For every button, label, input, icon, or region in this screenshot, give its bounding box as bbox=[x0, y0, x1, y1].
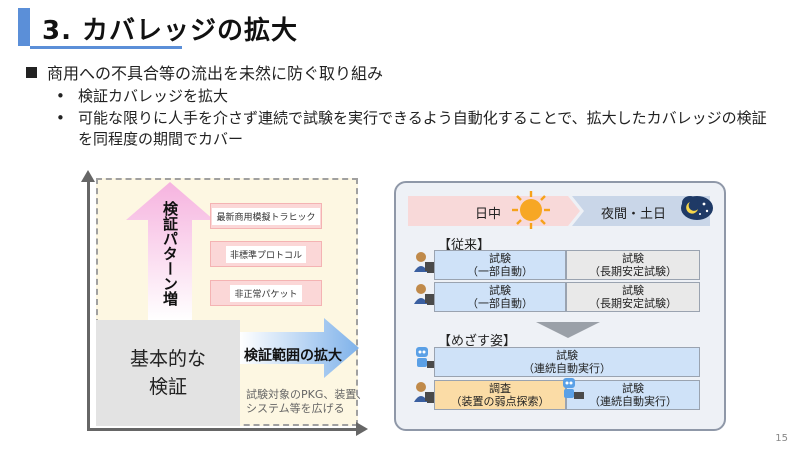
x-axis bbox=[87, 428, 359, 431]
pattern-box-packet-label: 非正常パケット bbox=[230, 284, 302, 302]
conv-row1-manual-test: 試験 （一部自動） bbox=[434, 250, 566, 280]
moon-night-icon bbox=[681, 196, 713, 220]
y-axis-arrowhead bbox=[81, 170, 95, 182]
basic-verification-box: 基本的な 検証 bbox=[96, 320, 240, 426]
pattern-box-protocol: 非標準プロトコル bbox=[210, 241, 322, 267]
pattern-increase-label: 検証パターン増 bbox=[161, 200, 179, 306]
range-expand-note: 試験対象のPKG、装置、 システム等を広げる bbox=[246, 388, 368, 415]
person-icon bbox=[414, 252, 436, 273]
sub-bullet-1-text: 検証カバレッジを拡大 bbox=[78, 87, 229, 105]
square-bullet-icon bbox=[26, 67, 37, 78]
conv-row2-long-test: 試験 （長期安定試験） bbox=[566, 282, 700, 312]
title-underline bbox=[30, 46, 182, 49]
night-label: 夜間・土日 bbox=[601, 207, 667, 222]
goal-row2-investigation: 調査 （装置の弱点探索） bbox=[434, 380, 566, 410]
sun-icon bbox=[512, 191, 550, 229]
robot-icon bbox=[563, 378, 584, 399]
person-icon bbox=[414, 382, 436, 403]
conv-row2-manual-test: 試験 （一部自動） bbox=[434, 282, 566, 312]
transition-down-arrow bbox=[536, 322, 600, 338]
title-accent-bar bbox=[18, 8, 30, 46]
robot-icon bbox=[416, 347, 437, 368]
dot-bullet-icon: • bbox=[56, 87, 65, 105]
range-expand-arrow bbox=[240, 318, 359, 378]
conventional-label: 【従来】 bbox=[438, 238, 491, 253]
dot-bullet-icon: • bbox=[56, 109, 65, 127]
pattern-increase-arrow bbox=[126, 182, 214, 320]
main-bullet: 商用への不具合等の流出を未然に防ぐ取り組み bbox=[26, 60, 383, 84]
day-label: 日中 bbox=[475, 207, 502, 222]
goal-label: 【めざす姿】 bbox=[438, 334, 517, 349]
page-number: 15 bbox=[775, 433, 788, 444]
basic-verification-label: 基本的な 検証 bbox=[129, 348, 206, 398]
x-axis-arrowhead bbox=[356, 422, 368, 436]
sub-bullet-2: • 可能な限りに人手を介さず連続で試験を実行できるよう自動化することで、拡大した… bbox=[56, 108, 781, 150]
main-bullet-text: 商用への不具合等の流出を未然に防ぐ取り組み bbox=[47, 64, 384, 83]
y-axis bbox=[87, 180, 90, 430]
sub-bullet-2-text: 可能な限りに人手を介さず連続で試験を実行できるよう自動化することで、拡大したカバ… bbox=[78, 109, 767, 148]
pattern-box-traffic: 最新商用模擬トラヒック bbox=[210, 203, 322, 229]
pattern-box-traffic-label: 最新商用模擬トラヒック bbox=[212, 207, 320, 225]
pattern-box-protocol-label: 非標準プロトコル bbox=[225, 245, 306, 263]
sub-bullet-1: • 検証カバレッジを拡大 bbox=[56, 86, 776, 107]
goal-row1-auto-test: 試験 （連続自動実行） bbox=[434, 347, 700, 377]
page-title: 3. カバレッジの拡大 bbox=[42, 16, 299, 46]
range-expand-label: 検証範囲の拡大 bbox=[244, 348, 342, 364]
person-icon bbox=[414, 284, 436, 305]
conv-row1-long-test: 試験 （長期安定試験） bbox=[566, 250, 700, 280]
goal-row2-auto-test: 試験 （連続自動実行） bbox=[566, 380, 700, 410]
pattern-box-packet: 非正常パケット bbox=[210, 280, 322, 306]
